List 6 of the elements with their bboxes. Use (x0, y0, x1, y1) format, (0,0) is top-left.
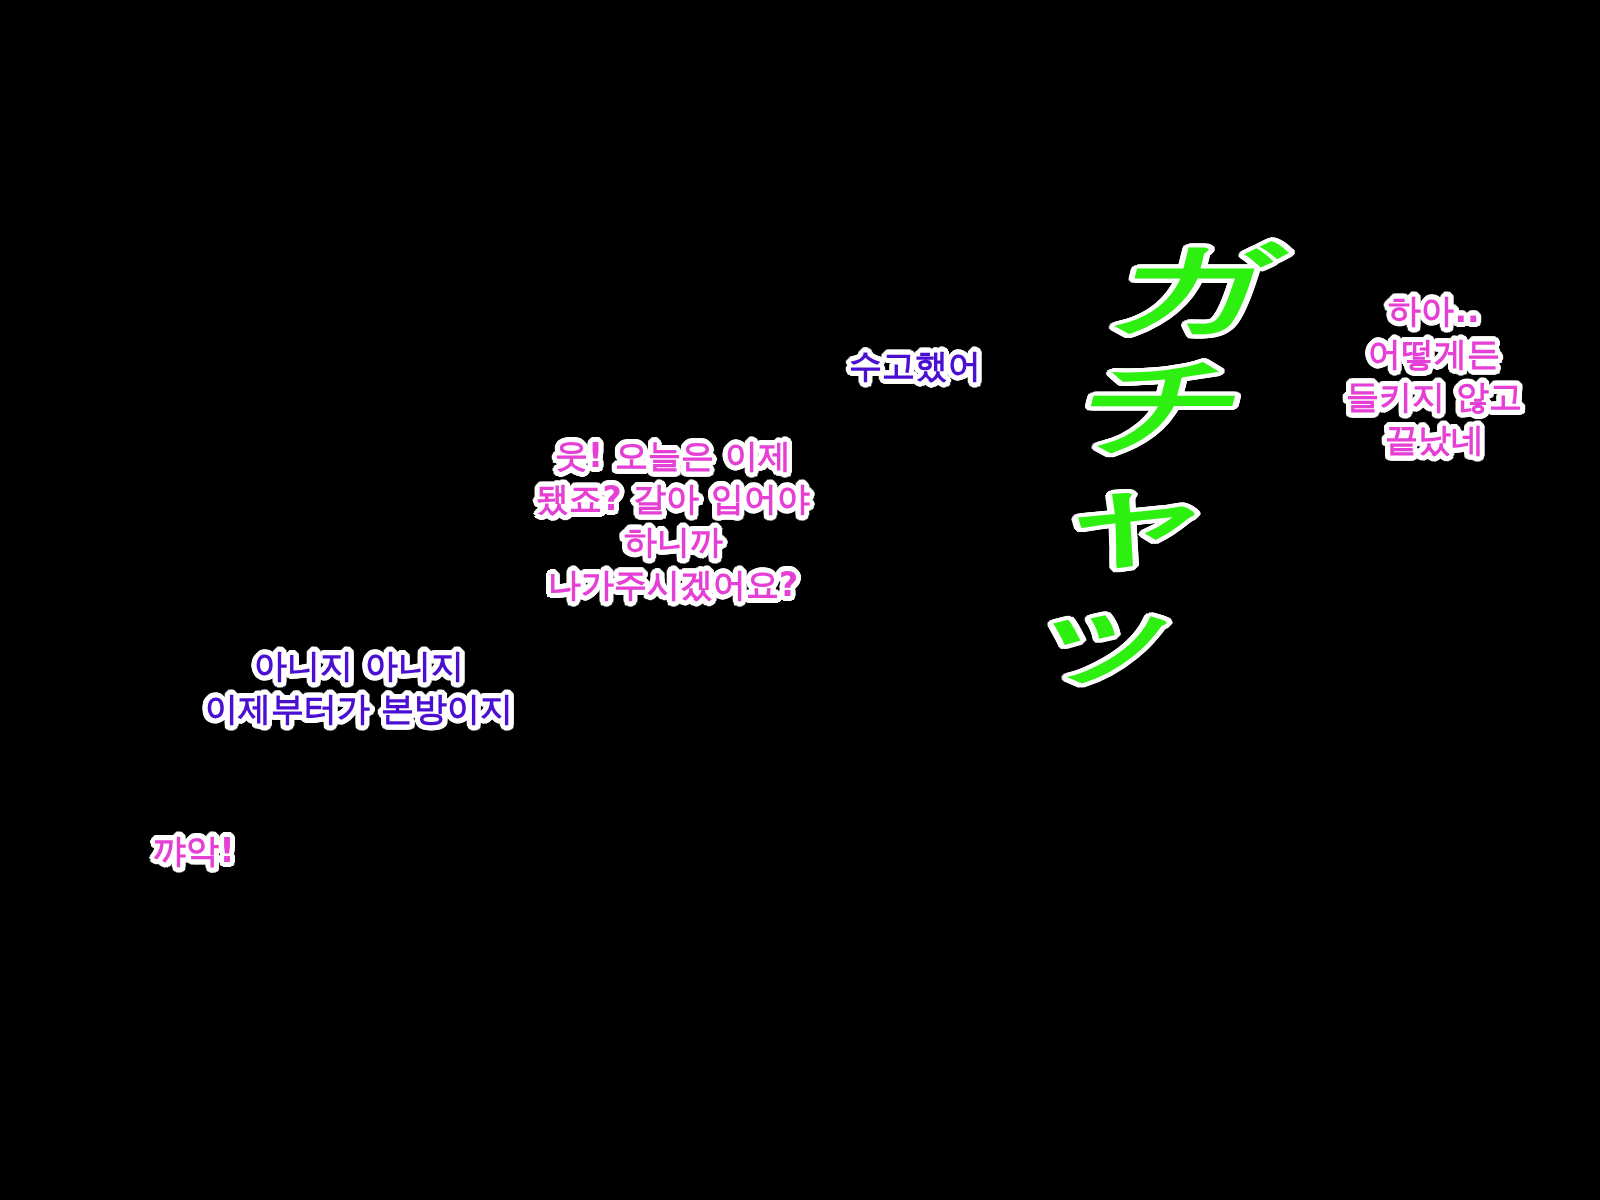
speech-text: 수고했어 (848, 345, 982, 387)
speech-text: 아니지 아니지 이제부터가 본방이지 (203, 645, 515, 730)
speech-text: 웃! 오늘은 이제 됐죠? 갈아 입어야 하니까 나가주시겠어요? (535, 435, 811, 606)
speech-text: 하아.. 어떻게든 들키지 않고 끝났네 (1344, 290, 1524, 461)
speech-text: 꺄악! (152, 830, 236, 872)
sound-effect: ガチャッ (1013, 230, 1287, 692)
